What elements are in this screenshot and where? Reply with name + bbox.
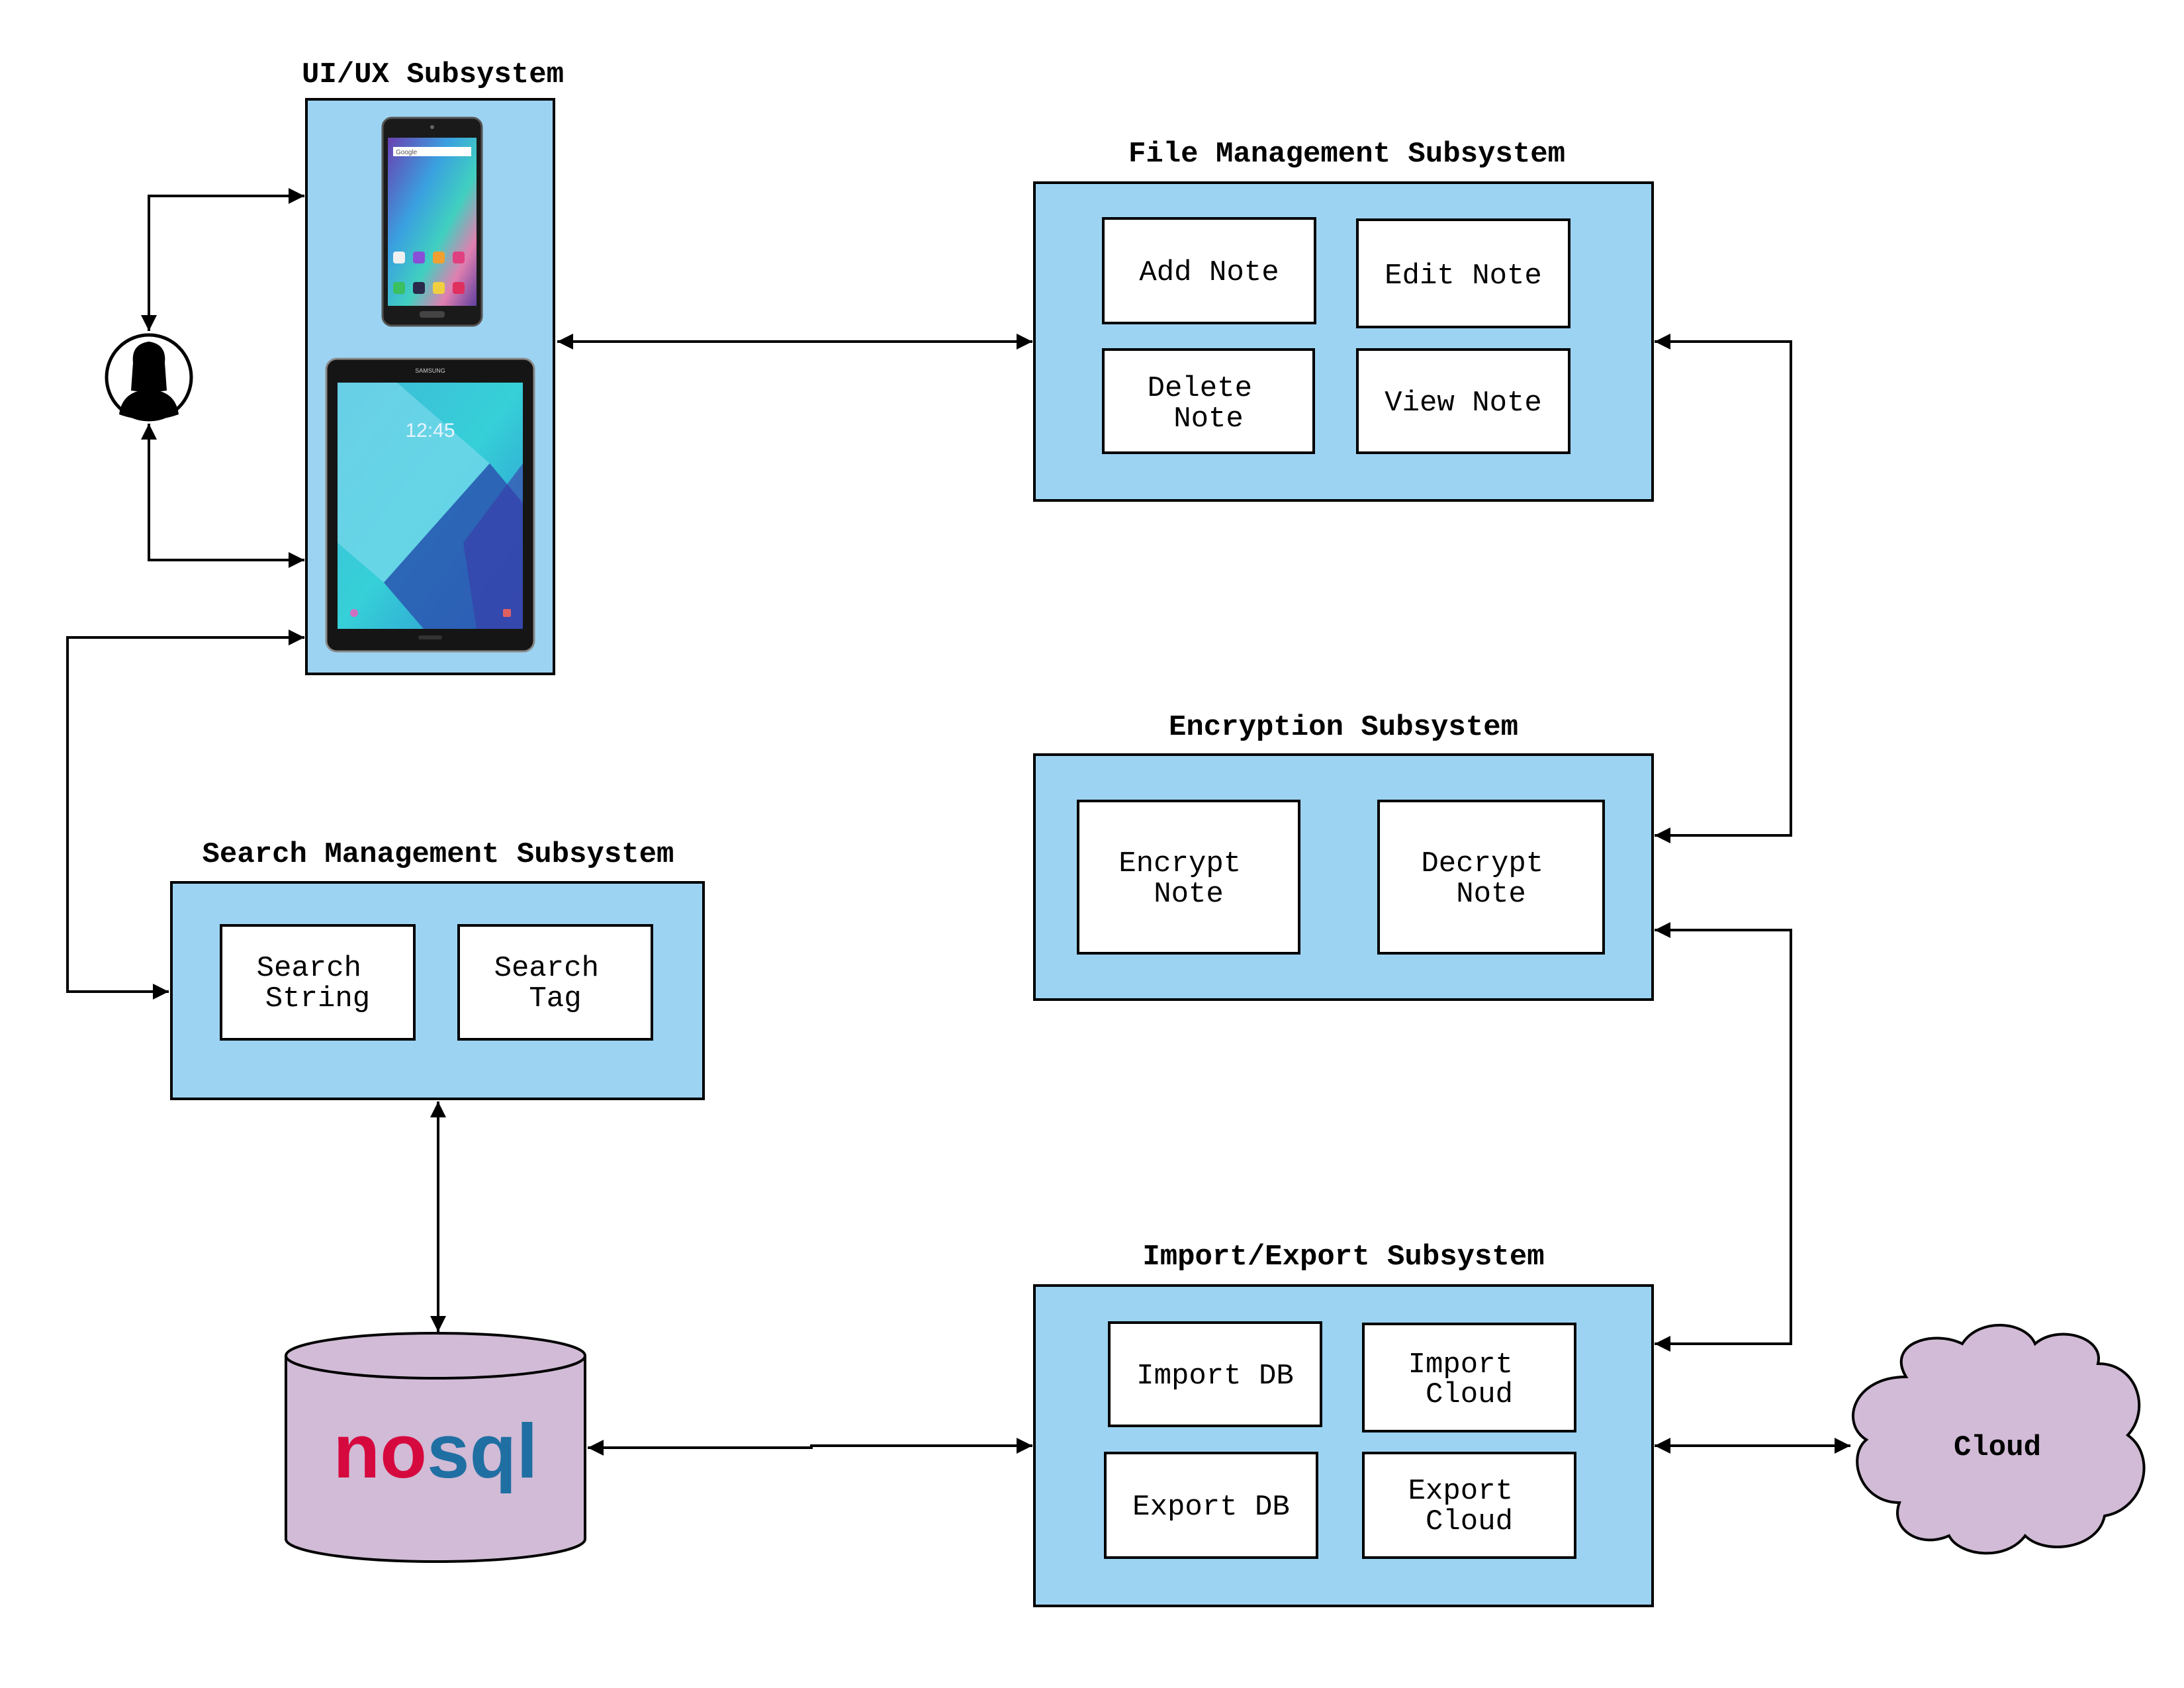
user-icon [105, 333, 193, 422]
uiux-title: UI/UX Subsystem [302, 58, 564, 91]
export-cloud-line-1: Export [1408, 1475, 1513, 1508]
edit-note-label: Edit Note [1385, 259, 1542, 293]
file-management-title: File Management Subsystem [1128, 138, 1565, 171]
import-db-label: Import DB [1136, 1360, 1294, 1393]
search-tag-line-2: Tag [529, 982, 581, 1015]
delete-note-box: Delete Note [1102, 348, 1315, 454]
nosql-logo-no: no [333, 1408, 427, 1494]
search-string-box: Search String [220, 924, 416, 1041]
delete-note-line-2: Note [1173, 402, 1244, 436]
encrypt-note-line-1: Encrypt [1118, 847, 1241, 880]
nosql-logo-sql: sql [427, 1408, 538, 1494]
smartphone-image: Google [381, 117, 483, 327]
export-cloud-line-2: Cloud [1426, 1505, 1513, 1538]
import-db-box: Import DB [1108, 1321, 1322, 1427]
connector-search-uiux [66, 630, 304, 1000]
search-management-subsystem: Search Management Subsystem Search Strin… [170, 838, 705, 1100]
delete-note-line-1: Delete [1148, 372, 1252, 405]
search-tag-box: Search Tag [457, 924, 653, 1041]
view-note-label: View Note [1385, 387, 1542, 420]
import-cloud-line-2: Cloud [1426, 1378, 1513, 1411]
import-export-title: Import/Export Subsystem [1142, 1241, 1544, 1274]
edit-note-box: Edit Note [1356, 218, 1570, 328]
decrypt-note-line-2: Note [1456, 878, 1526, 911]
connector-encryption-importexport [1655, 922, 1792, 1352]
search-string-line-1: Search [257, 952, 361, 985]
add-note-box: Add Note [1102, 217, 1316, 324]
import-cloud-label: Import Cloud [1408, 1348, 1531, 1411]
search-string-label: Search String [257, 952, 379, 1015]
connector-database-importexport [588, 1438, 1032, 1456]
decrypt-note-box: Decrypt Note [1377, 800, 1605, 955]
decrypt-note-label: Decrypt Note [1421, 847, 1561, 911]
import-cloud-box: Import Cloud [1362, 1323, 1576, 1432]
import-cloud-line-1: Import [1408, 1348, 1513, 1382]
nosql-logo: nosql [333, 1408, 537, 1494]
add-note-label: Add Note [1139, 256, 1279, 289]
search-tag-label: Search Tag [494, 952, 617, 1015]
export-cloud-box: Export Cloud [1362, 1452, 1576, 1559]
search-management-title: Search Management Subsystem [203, 838, 674, 871]
encrypt-note-line-2: Note [1154, 878, 1224, 911]
search-string-line-2: String [265, 982, 370, 1015]
encrypt-note-box: Encrypt Note [1077, 800, 1300, 955]
connector-user-tablet [141, 424, 304, 568]
tablet-clock: 12:45 [405, 420, 455, 442]
view-note-box: View Note [1356, 348, 1570, 454]
export-db-box: Export DB [1104, 1452, 1318, 1559]
encryption-title: Encryption Subsystem [1169, 711, 1518, 744]
tablet-image: SAMSUNG 12:45 [325, 357, 535, 653]
uiux-subsystem: UI/UX Subsystem Google SAMSU [302, 58, 564, 675]
tablet-brand: SAMSUNG [415, 367, 445, 374]
nosql-database: nosql [285, 1332, 586, 1563]
encryption-subsystem: Encryption Subsystem Encrypt Note Decryp… [1033, 711, 1654, 1001]
encrypt-note-label: Encrypt Note [1118, 847, 1258, 911]
delete-note-label: Delete Note [1148, 372, 1270, 436]
import-export-subsystem: Import/Export Subsystem Import DB Import… [1033, 1241, 1654, 1607]
connector-user-phone [141, 188, 304, 331]
connector-filemgmt-encryption [1655, 334, 1792, 843]
search-tag-line-1: Search [494, 952, 599, 985]
connectors [66, 188, 1850, 1456]
file-management-subsystem: File Management Subsystem Add Note Edit … [1033, 138, 1654, 502]
export-cloud-label: Export Cloud [1408, 1475, 1531, 1538]
cloud-label: Cloud [1954, 1431, 2041, 1464]
phone-app-icons [393, 252, 465, 294]
cloud-shape [1852, 1323, 2146, 1555]
phone-search-label: Google [396, 149, 418, 156]
cloud-storage: Cloud [1852, 1323, 2146, 1555]
decrypt-note-line-1: Decrypt [1421, 847, 1543, 880]
export-db-label: Export DB [1132, 1491, 1290, 1524]
